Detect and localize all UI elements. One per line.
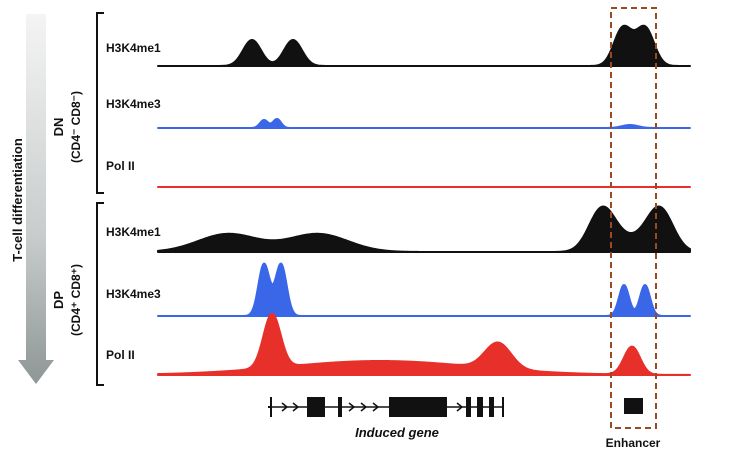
track-label-dp-h3k4me3: H3K4me3	[106, 287, 161, 301]
exon	[489, 397, 494, 417]
signal-track-dn-h3k4me3	[157, 117, 691, 129]
enhancer-highlight-box	[610, 7, 657, 429]
dn-title: DN	[51, 118, 66, 137]
dn-bracket	[96, 12, 104, 194]
exon	[466, 397, 471, 417]
signal-track-dp-polii	[157, 312, 691, 376]
gene-model	[268, 397, 504, 417]
dp-bracket	[96, 202, 104, 386]
enhancer-label: Enhancer	[606, 436, 661, 450]
track-label-dn-h3k4me1: H3K4me1	[106, 41, 161, 55]
signal-track-dp-h3k4me1	[157, 205, 691, 253]
exon	[389, 397, 447, 417]
signal-track-dn-h3k4me1	[157, 24, 691, 67]
gene-label: Induced gene	[355, 425, 439, 440]
signal-track-dp-h3k4me3	[157, 262, 691, 317]
exon	[338, 397, 342, 417]
track-label-dp-polii: Pol II	[106, 348, 135, 362]
dp-title: DP	[51, 291, 66, 309]
exon	[307, 397, 325, 417]
track-label-dn-polii: Pol II	[106, 159, 135, 173]
differentiation-label: T-cell differentiation	[10, 138, 25, 262]
track-label-dn-h3k4me3: H3K4me3	[106, 97, 161, 111]
dp-subtitle: (CD4⁺ CD8⁺)	[69, 264, 83, 336]
differentiation-arrow	[18, 14, 54, 384]
exon	[477, 397, 483, 417]
track-label-dp-h3k4me1: H3K4me1	[106, 225, 161, 239]
dn-subtitle: (CD4⁻ CD8⁻)	[69, 91, 83, 163]
strand-arrows	[281, 402, 464, 412]
enhancer-element	[624, 398, 643, 414]
